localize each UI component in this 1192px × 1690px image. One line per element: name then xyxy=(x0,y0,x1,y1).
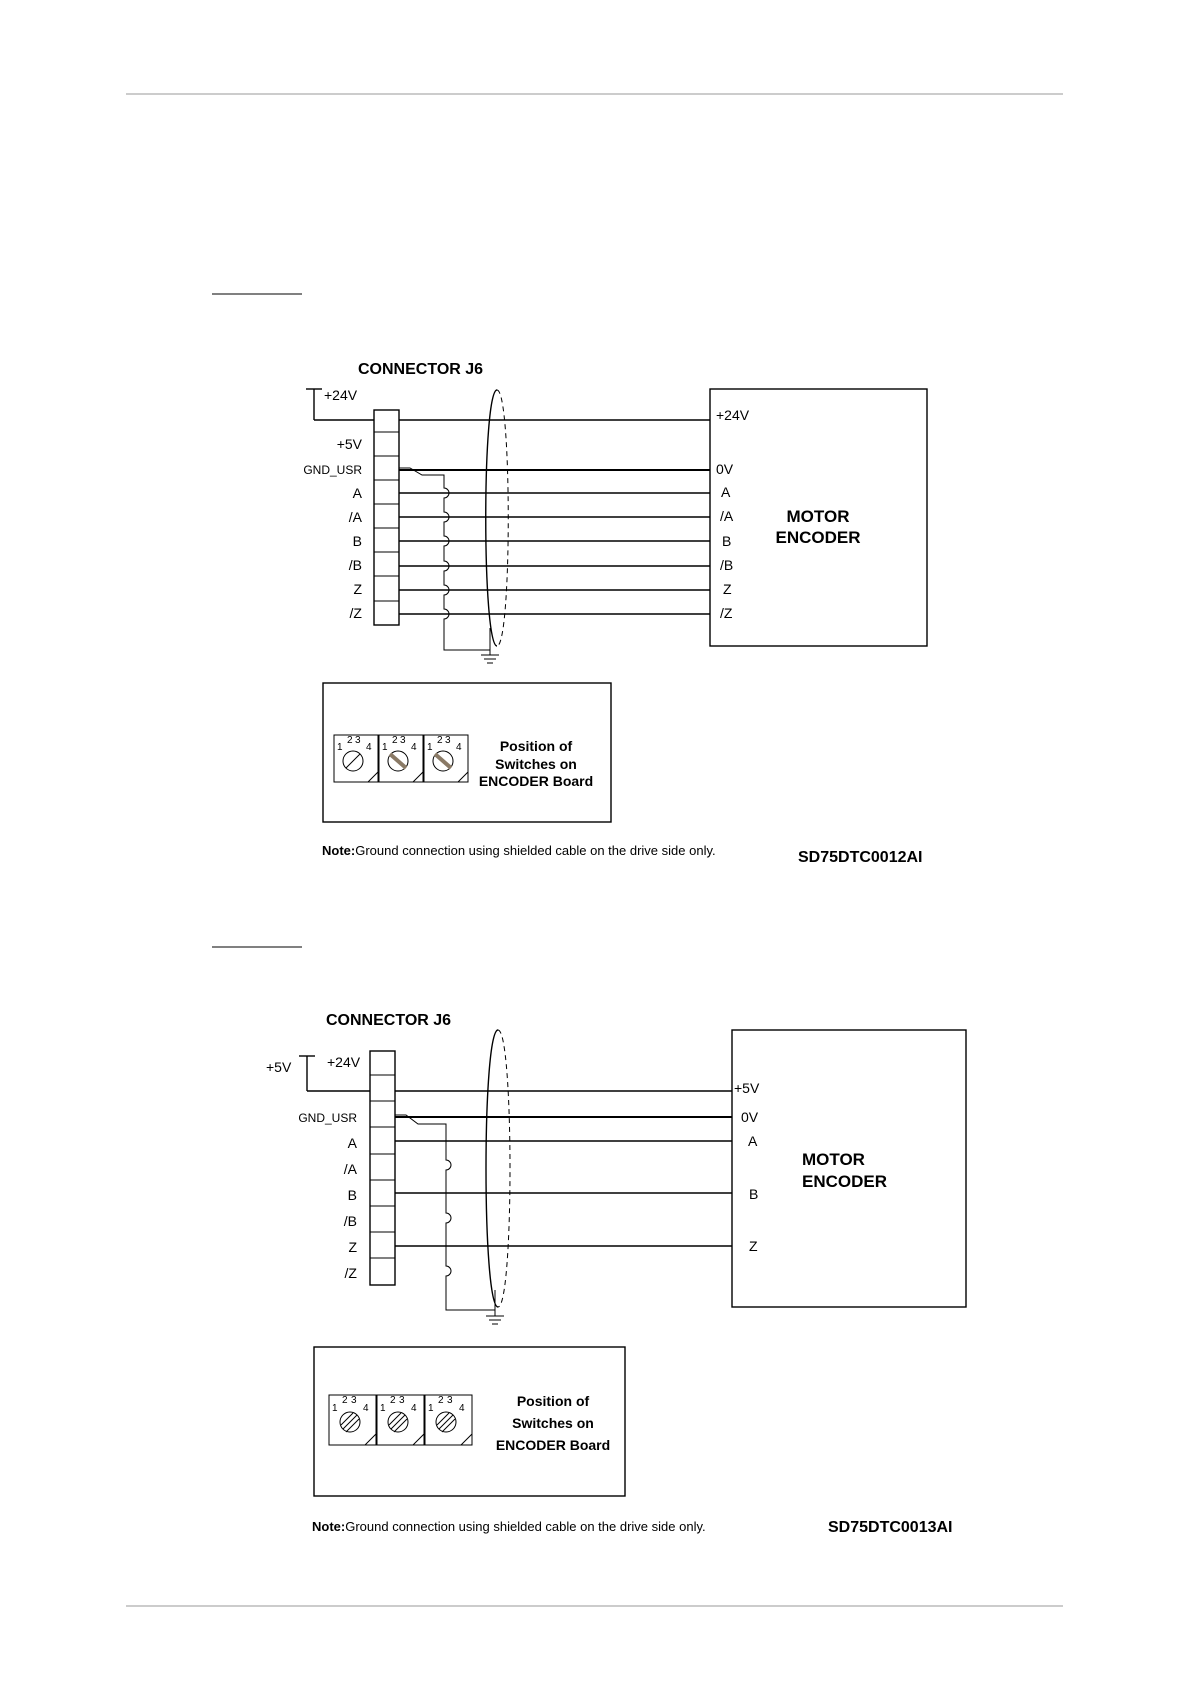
switch-box-text: Switches on xyxy=(495,756,577,772)
cable-shield xyxy=(485,389,509,647)
diagram-1: CONNECTOR J6 +24V +5V GND_USR A /A B /B … xyxy=(303,361,928,866)
switch-digit: 1 xyxy=(382,742,388,753)
drawing-code: SD75DTC0012AI xyxy=(798,849,923,866)
switch-digit: 4 xyxy=(366,742,372,753)
pin-label: A xyxy=(353,485,363,501)
switch-digit: 2 xyxy=(390,1395,396,1406)
terminal-strip xyxy=(373,409,400,626)
pin-label: A xyxy=(348,1135,358,1151)
cable-shield xyxy=(485,1029,511,1308)
pin-label: Z xyxy=(348,1239,357,1255)
switch-box-text: ENCODER Board xyxy=(479,773,593,789)
pin-label: +5V xyxy=(337,436,363,452)
encoder-terminal: /A xyxy=(720,508,734,524)
switch-digit: 4 xyxy=(411,742,417,753)
switch-digit: 3 xyxy=(445,735,451,746)
switch-box-text: ENCODER Board xyxy=(496,1437,610,1453)
encoder-terminal: /B xyxy=(720,557,733,573)
switch-position-box xyxy=(322,682,612,823)
encoder-terminal: A xyxy=(748,1133,758,1149)
pin-label: /A xyxy=(349,509,363,525)
encoder-terminal: Z xyxy=(723,581,732,597)
switch-digit: 2 xyxy=(342,1395,348,1406)
switch-1: 1 2 3 4 xyxy=(333,734,379,783)
encoder-title: MOTOR xyxy=(802,1150,865,1169)
signal-wires xyxy=(395,1090,732,1247)
ground-note: Note:Ground connection using shielded ca… xyxy=(312,1519,706,1534)
encoder-terminal: B xyxy=(749,1186,758,1202)
switch-digit: 3 xyxy=(400,735,406,746)
shield-drain-wire xyxy=(395,1114,504,1325)
switch-digit: 1 xyxy=(427,742,433,753)
encoder-terminal: /Z xyxy=(720,605,733,621)
switch-digit: 2 xyxy=(347,735,353,746)
pin-label: /B xyxy=(344,1213,357,1229)
switch-digit: 3 xyxy=(351,1395,357,1406)
switch-digit: 1 xyxy=(337,742,343,753)
pin-label: B xyxy=(353,533,362,549)
switch-position-box xyxy=(313,1346,626,1497)
switch-digit: 1 xyxy=(332,1403,338,1414)
motor-encoder-box xyxy=(731,1029,967,1308)
encoder-terminal: B xyxy=(722,533,731,549)
switch-2: 1 2 3 4 xyxy=(376,1394,425,1446)
encoder-terminal: Z xyxy=(749,1238,758,1254)
terminal-strip xyxy=(369,1050,396,1286)
ground-note: Note:Ground connection using shielded ca… xyxy=(322,843,716,858)
switch-digit: 4 xyxy=(363,1403,369,1414)
switch-digit: 4 xyxy=(411,1403,417,1414)
connector-title: CONNECTOR J6 xyxy=(358,361,483,378)
supply-pin-label: +24V xyxy=(327,1054,361,1070)
encoder-title: ENCODER xyxy=(802,1172,887,1191)
switch-box-text: Switches on xyxy=(512,1415,594,1431)
pin-label: /B xyxy=(349,557,362,573)
external-supply-label: +5V xyxy=(266,1059,292,1075)
drawing-code: SD75DTC0013AI xyxy=(828,1519,953,1536)
switch-digit: 2 xyxy=(438,1395,444,1406)
switch-digit: 2 xyxy=(437,735,443,746)
pin-label: /A xyxy=(344,1161,358,1177)
switch-1: 1 2 3 4 xyxy=(328,1394,377,1446)
switch-digit: 1 xyxy=(380,1403,386,1414)
pin-label: /Z xyxy=(350,605,363,621)
encoder-terminal: A xyxy=(721,484,731,500)
switch-digit: 4 xyxy=(459,1403,465,1414)
pin-label: GND_USR xyxy=(303,463,362,477)
switch-digit: 2 xyxy=(392,735,398,746)
switch-2: 1 2 3 4 xyxy=(378,734,424,783)
switch-digit: 4 xyxy=(456,742,462,753)
signal-wires xyxy=(399,419,710,615)
shield-drain-wire xyxy=(399,467,499,664)
switch-digit: 3 xyxy=(399,1395,405,1406)
pin-label: GND_USR xyxy=(298,1111,357,1125)
supply-pin-label: +24V xyxy=(324,387,358,403)
switch-digit: 3 xyxy=(355,735,361,746)
switch-3: 1 2 3 4 xyxy=(424,1394,473,1446)
pin-label: B xyxy=(348,1187,357,1203)
encoder-terminal: +5V xyxy=(734,1080,760,1096)
motor-encoder-box xyxy=(709,388,928,647)
encoder-terminal: 0V xyxy=(716,461,734,477)
encoder-terminal: 0V xyxy=(741,1109,759,1125)
switch-digit: 1 xyxy=(428,1403,434,1414)
encoder-title: ENCODER xyxy=(775,528,860,547)
connector-title: CONNECTOR J6 xyxy=(326,1012,451,1029)
pin-label: /Z xyxy=(345,1265,358,1281)
encoder-title: MOTOR xyxy=(787,507,850,526)
switch-digit: 3 xyxy=(447,1395,453,1406)
switch-box-text: Position of xyxy=(517,1393,590,1409)
diagram-2: CONNECTOR J6 +5V +24V GND_USR A /A B /B … xyxy=(266,1012,967,1536)
encoder-terminal: +24V xyxy=(716,407,750,423)
pin-label: Z xyxy=(353,581,362,597)
switch-3: 1 2 3 4 xyxy=(423,734,469,783)
switch-box-text: Position of xyxy=(500,738,573,754)
